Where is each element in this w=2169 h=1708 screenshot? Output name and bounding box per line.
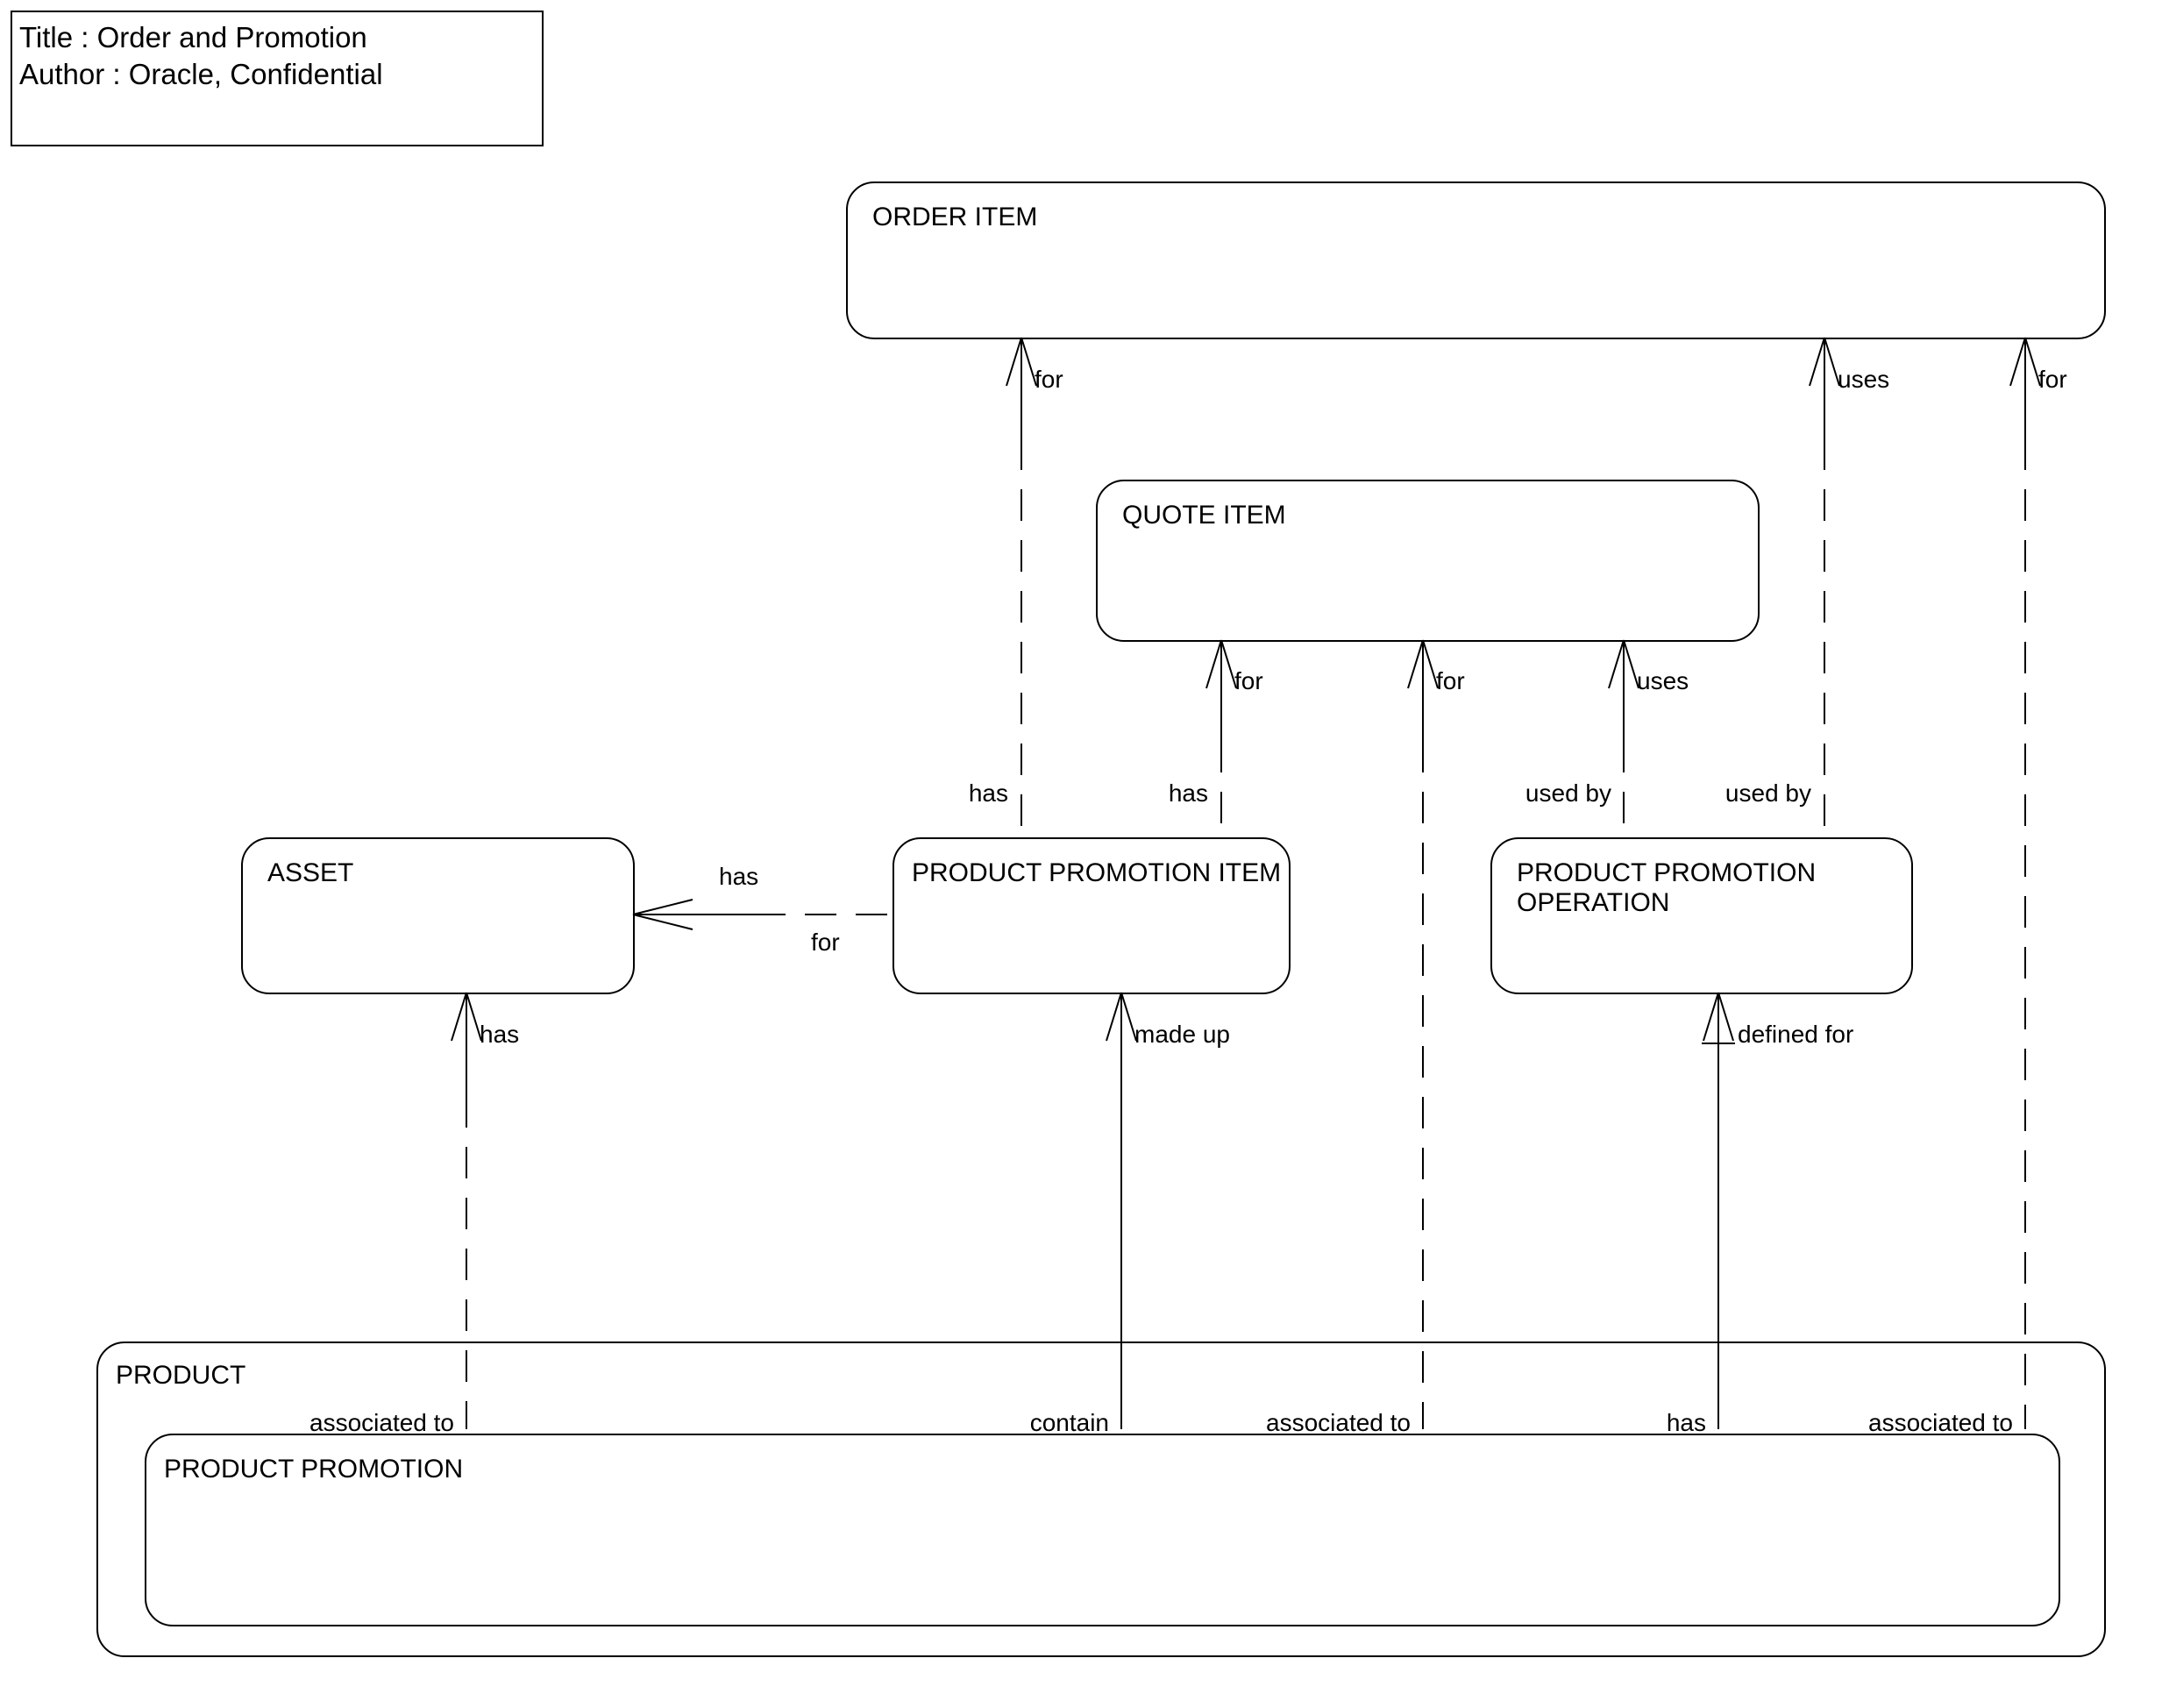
rel-label-product-associated-to-1: associated to [309,1409,454,1436]
rel-label-product-contain: contain [1029,1409,1109,1436]
entity-product-promotion-operation[interactable]: PRODUCT PROMOTION OPERATION [1490,837,1913,994]
rel-label-order-item-for-1: for [1035,366,1063,393]
diagram-author-line: Author : Oracle, Confidential [19,58,383,90]
entity-product-promotion-operation-label: PRODUCT PROMOTION OPERATION [1517,858,1817,917]
rel-label-product-associated-to-3: associated to [1868,1409,2013,1436]
rel-label-quote-item-uses: uses [1637,667,1689,694]
entity-asset-label: ASSET [267,858,354,887]
rel-label-ppo-used-by-1: used by [1525,779,1611,807]
rel-label-asset-has-down: has [480,1021,520,1048]
entity-product-promotion-item[interactable]: PRODUCT PROMOTION ITEM [892,837,1291,994]
rel-label-ppo-defined-for: defined for [1738,1021,1854,1048]
entity-asset[interactable]: ASSET [241,837,635,994]
rel-label-ppi-has-2: has [1168,779,1208,807]
rel-label-order-item-uses: uses [1838,366,1890,393]
rel-label-order-item-for-2: for [2038,366,2067,393]
rel-label-quote-item-for-2: for [1436,667,1465,694]
entity-product-label: PRODUCT [116,1361,246,1390]
entity-product-promotion[interactable]: PRODUCT PROMOTION [145,1434,2060,1626]
rel-label-ppo-used-by-2: used by [1725,779,1811,807]
rel-label-product-has: has [1666,1409,1706,1436]
entity-order-item[interactable]: ORDER ITEM [846,181,2106,339]
entity-order-item-label: ORDER ITEM [872,203,1038,231]
entity-product[interactable]: PRODUCT [96,1341,2106,1657]
rel-label-ppi-made-up: made up [1134,1021,1230,1048]
entity-quote-item[interactable]: QUOTE ITEM [1096,480,1760,642]
rel-label-ppi-has-1: has [968,779,1008,807]
rel-label-asset-has-side: has [719,863,759,890]
diagram-title-line: Title : Order and Promotion [19,21,367,53]
title-block: Title : Order and Promotion Author : Ora… [11,11,544,146]
entity-product-promotion-item-label: PRODUCT PROMOTION ITEM [912,858,1282,887]
rel-label-quote-item-for-1: for [1234,667,1263,694]
entity-quote-item-label: QUOTE ITEM [1122,501,1286,530]
rel-label-asset-for-side: for [811,929,840,956]
entity-product-promotion-label: PRODUCT PROMOTION [164,1455,464,1484]
rel-label-product-associated-to-2: associated to [1266,1409,1411,1436]
